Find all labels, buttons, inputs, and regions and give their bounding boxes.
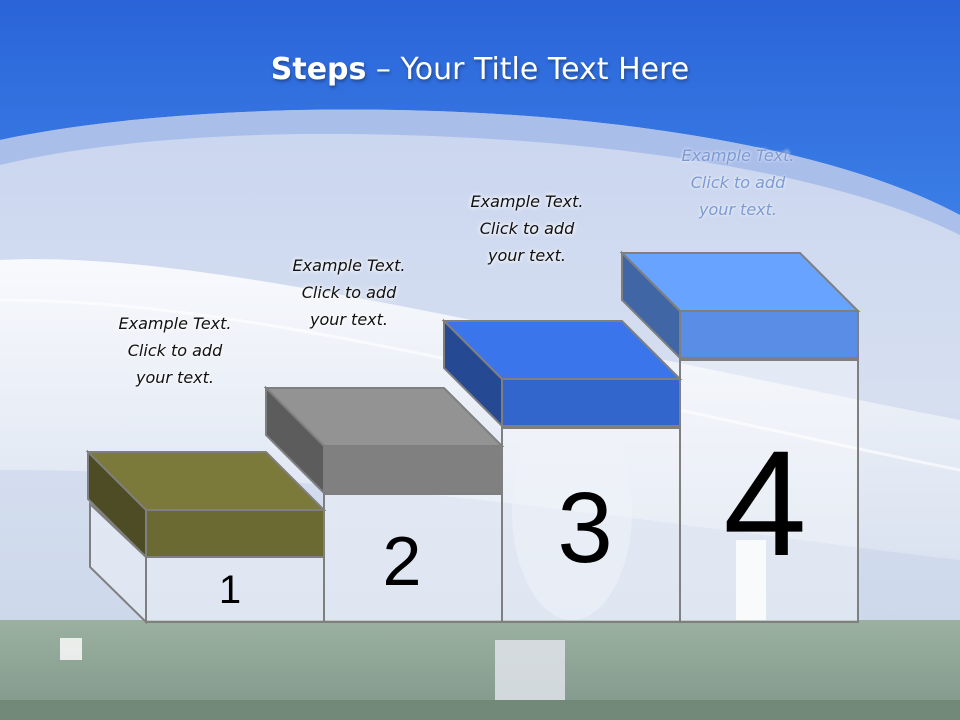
step-2-caption[interactable]: Example Text. Click to add your text. [264,252,434,333]
step-2-lid-front [324,446,502,493]
caption-line: your text. [264,306,434,333]
caption-line: Click to add [264,279,434,306]
caption-line: Click to add [90,337,260,364]
caption-line: your text. [653,196,823,223]
caption-line: Example Text. [442,188,612,215]
step-4-caption[interactable]: Example Text. Click to add your text. [653,142,823,223]
caption-line: your text. [442,242,612,269]
caption-line: Click to add [442,215,612,242]
step-2-number: 2 [362,526,442,596]
step-3-lid-front [502,379,680,426]
step-3-number: 3 [540,478,630,578]
step-1-number: 1 [200,570,260,610]
step-1-caption[interactable]: Example Text. Click to add your text. [90,310,260,391]
caption-line: your text. [90,364,260,391]
caption-line: Click to add [653,169,823,196]
caption-line: Example Text. [90,310,260,337]
step-4-number: 4 [700,428,830,578]
step-3-caption[interactable]: Example Text. Click to add your text. [442,188,612,269]
caption-line: Example Text. [653,142,823,169]
step-1-lid-front [146,510,324,557]
caption-line: Example Text. [264,252,434,279]
step-4-lid-front [680,311,858,358]
